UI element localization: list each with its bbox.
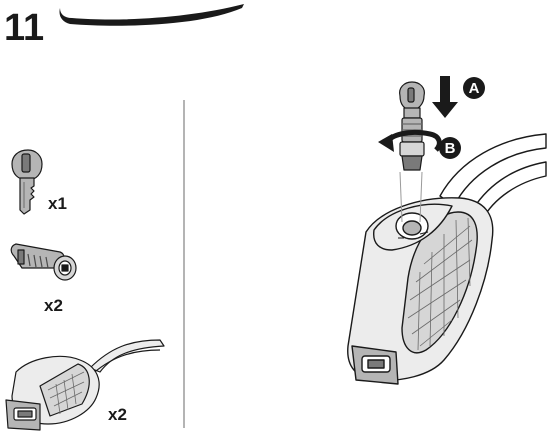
foot-cover-icon <box>5 339 165 431</box>
header-brush-stroke <box>59 4 245 26</box>
insertion-guide <box>399 171 423 223</box>
key-quantity: x1 <box>48 194 67 213</box>
key-cylinder-assembly <box>399 81 425 171</box>
rotate-arrow-icon <box>378 129 442 152</box>
step-number: 11 <box>4 7 44 49</box>
callout-b: B <box>439 137 461 159</box>
key-icon <box>11 149 43 215</box>
lock-cylinder-icon <box>10 243 77 281</box>
callout-a: A <box>463 77 485 99</box>
foot-cover-quantity: x2 <box>108 405 127 424</box>
callout-a-label: A <box>469 80 480 97</box>
foot-cover-detail <box>347 133 547 385</box>
callout-b-label: B <box>445 140 456 157</box>
lock-cylinder-quantity: x2 <box>44 296 63 315</box>
arrow-down-icon <box>432 76 458 118</box>
